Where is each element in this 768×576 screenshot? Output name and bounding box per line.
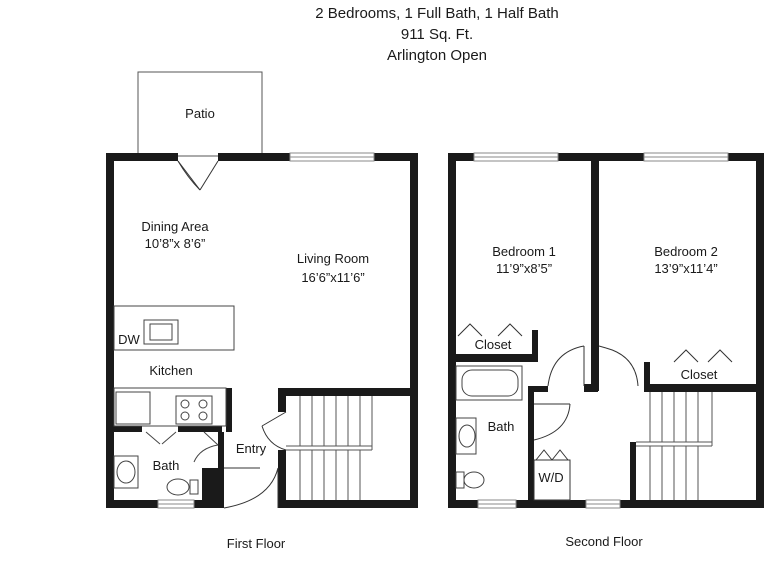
unit-summary: 2 Bedrooms, 1 Full Bath, 1 Half Bath [315, 5, 559, 22]
closet-doors-icon [457, 323, 733, 363]
first-floor-stairs [286, 396, 373, 500]
square-footage: 911 Sq. Ft. [400, 26, 474, 43]
full-bath-fixtures [455, 365, 523, 489]
bedroom-doors-icon [533, 345, 639, 441]
bathtub-icon [455, 365, 523, 401]
half-bath-fixtures [113, 431, 219, 496]
patio-label: Patio [185, 106, 215, 121]
bedroom-1-label: Bedroom 1 [492, 244, 556, 259]
sink-icon [116, 460, 136, 484]
living-room-dimensions: 16’6”x11’6” [301, 270, 364, 285]
closet-2-label: Closet [681, 367, 718, 382]
dining-area-label: Dining Area [141, 219, 209, 234]
washer-dryer-label: W/D [538, 470, 563, 485]
dishwasher-label: DW [118, 332, 140, 347]
plan-header: 2 Bedrooms, 1 Full Bath, 1 Half Bath 911… [0, 3, 768, 66]
first-floor-caption: First Floor [227, 536, 286, 551]
washer-dryer-icon [533, 449, 571, 501]
closet-1-label: Closet [475, 337, 512, 352]
dining-area-dimensions: 10’8”x 8’6” [145, 236, 206, 251]
second-floor-walls [448, 153, 764, 508]
full-bath-label: Bath [488, 419, 515, 434]
toilet-icon [166, 478, 190, 496]
first-floor-windows [157, 152, 375, 509]
sink-icon [458, 424, 476, 448]
first-floor-walls [106, 153, 418, 508]
kitchen-counter [113, 305, 235, 427]
patio-door-icon [177, 160, 219, 191]
bedroom-2-label: Bedroom 2 [654, 244, 718, 259]
entry-label: Entry [236, 441, 267, 456]
half-bath-label: Bath [153, 458, 180, 473]
first-floor: Patio Dining Area 10’8”x 8’6” Living Roo… [106, 71, 418, 551]
second-floor: Bedroom 1 11’9”x8’5” Bedroom 2 13’9”x11’… [448, 152, 764, 549]
patio-outline [137, 71, 263, 157]
bedroom-1-dimensions: 11’9”x8’5” [496, 261, 552, 276]
entry-doors-icon [223, 411, 287, 509]
toilet-icon [463, 471, 485, 489]
refrigerator-icon [115, 391, 151, 425]
plan-name: Arlington Open [386, 47, 488, 64]
kitchen-sink-icon [143, 319, 179, 345]
bedroom-2-dimensions: 13’9”x11’4” [654, 261, 717, 276]
kitchen-label: Kitchen [149, 363, 192, 378]
second-floor-caption: Second Floor [565, 534, 643, 549]
stove-icon [175, 395, 213, 425]
second-floor-stairs [636, 392, 713, 500]
living-room-label: Living Room [297, 251, 369, 266]
second-floor-windows [473, 152, 729, 509]
